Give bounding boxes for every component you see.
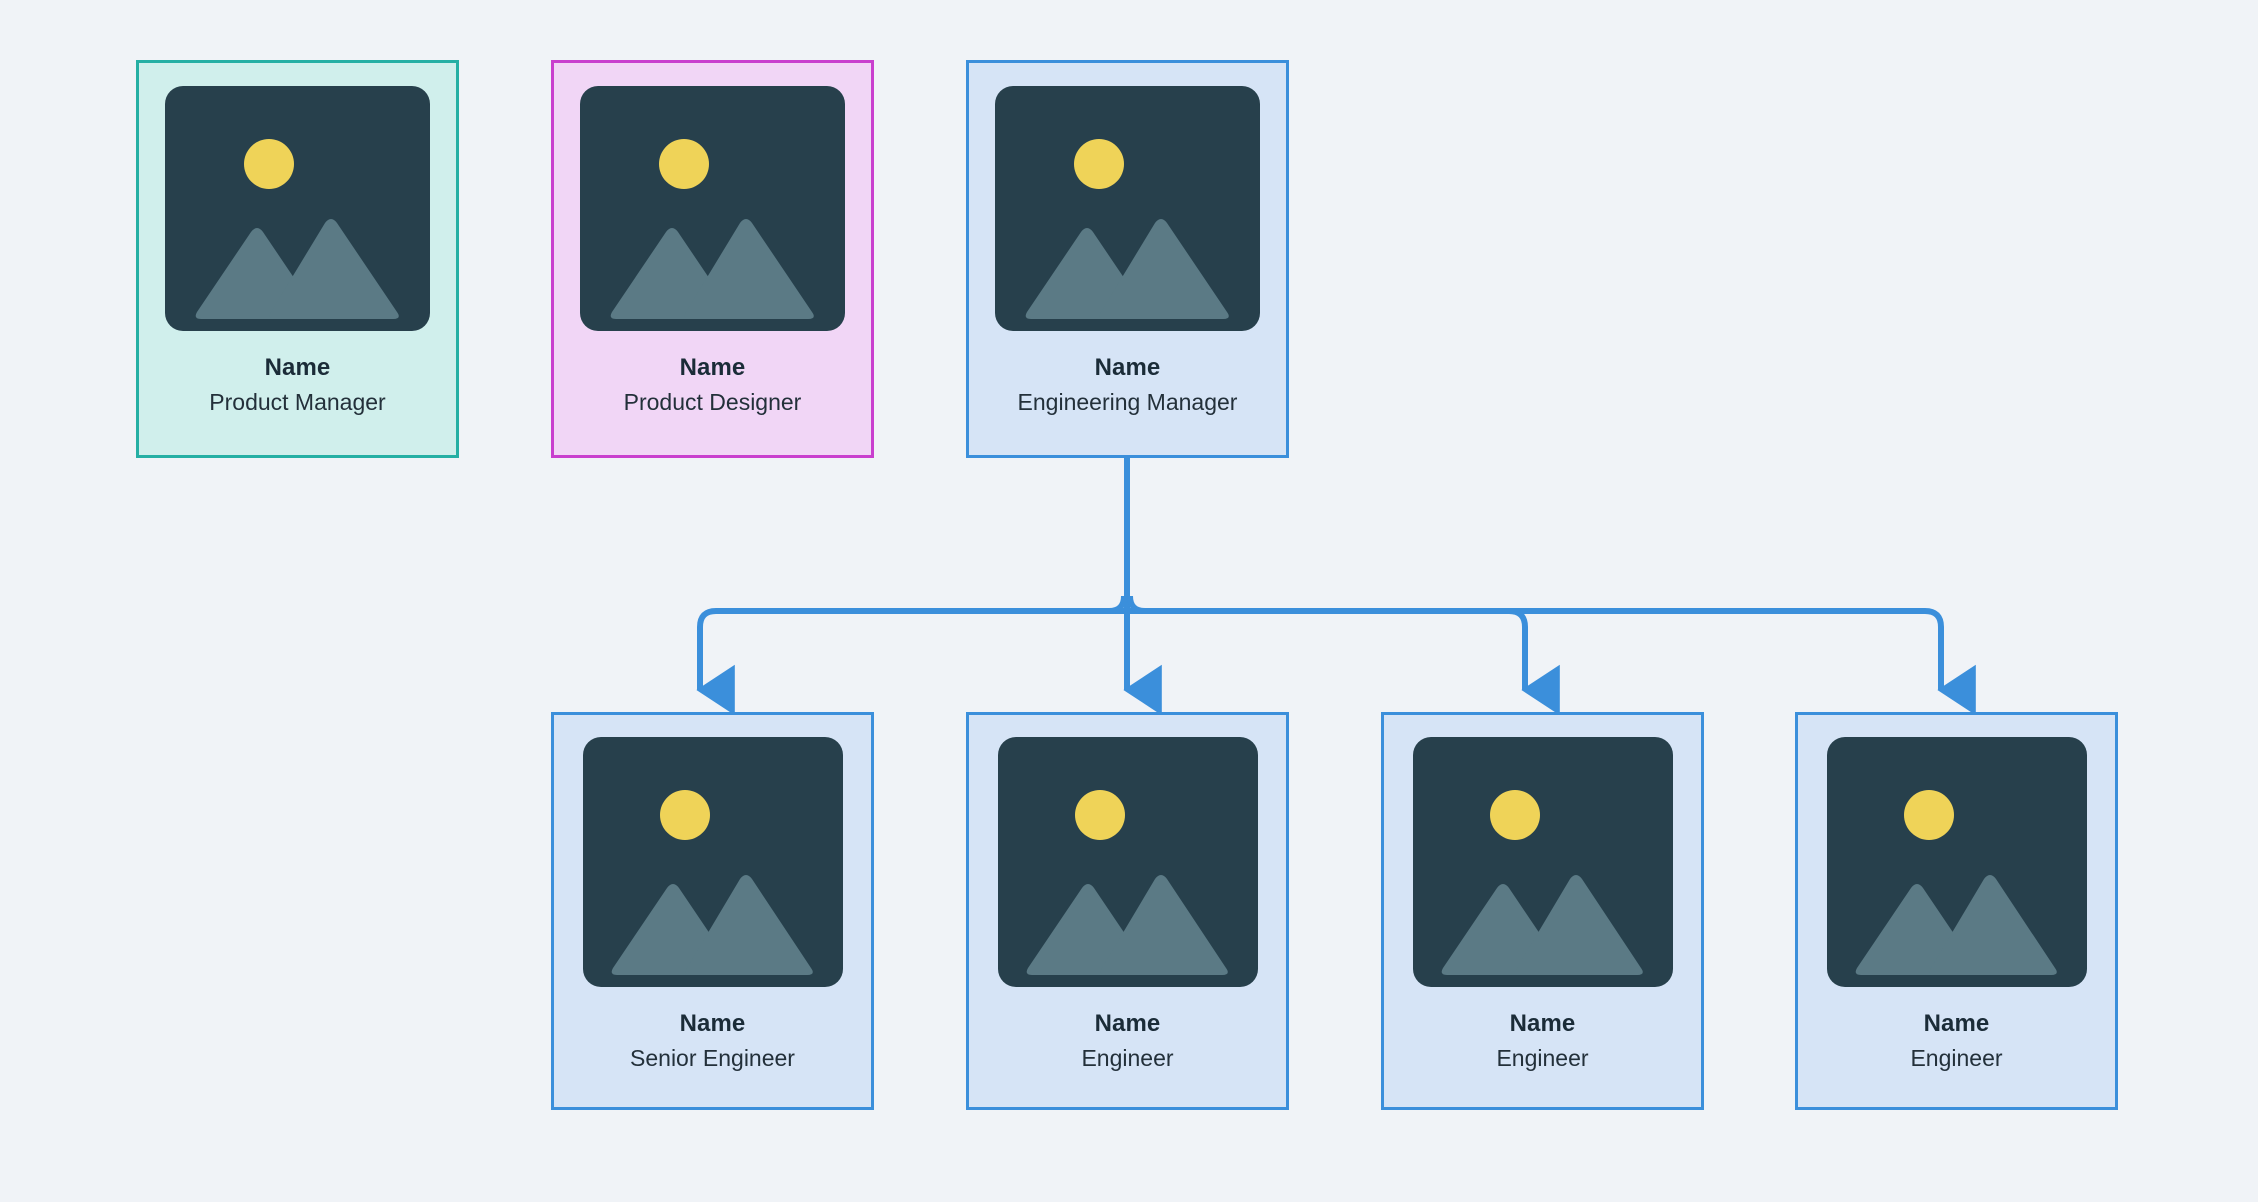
sun-icon <box>659 790 710 840</box>
sun-icon <box>1903 790 1954 840</box>
node-role-label: Product Manager <box>209 389 386 415</box>
node-card-engineer-1[interactable]: Name Engineer <box>966 712 1289 1110</box>
sun-icon <box>1489 790 1540 840</box>
node-role-label: Engineering Manager <box>1017 389 1238 415</box>
card-text-block: Name Product Designer <box>554 353 871 417</box>
node-name-label: Name <box>1923 1010 1990 1037</box>
card-text-block: Name Engineer <box>969 1009 1286 1073</box>
sun-icon <box>659 139 709 189</box>
node-name-label: Name <box>1509 1010 1576 1037</box>
node-role-label: Engineer <box>1910 1045 2003 1071</box>
node-role-label: Engineer <box>1496 1045 1589 1071</box>
image-placeholder-icon <box>997 737 1258 987</box>
mountains-icon <box>611 875 813 975</box>
node-role-label: Engineer <box>1081 1045 1174 1071</box>
image-placeholder-icon <box>165 86 430 331</box>
node-name-label: Name <box>264 354 331 381</box>
mountains-icon <box>1855 875 2057 975</box>
image-placeholder-icon <box>582 737 843 987</box>
image-placeholder-icon <box>580 86 845 331</box>
connector-branch-engineer-3 <box>1127 608 1976 716</box>
node-card-engineering-manager[interactable]: Name Engineering Manager <box>966 60 1289 458</box>
mountains-icon <box>1026 875 1228 975</box>
sun-icon <box>1074 139 1124 189</box>
node-card-senior-engineer[interactable]: Name Senior Engineer <box>551 712 874 1110</box>
node-name-label: Name <box>1094 1010 1161 1037</box>
connector-branch-senior-engineer <box>696 608 1127 716</box>
node-card-engineer-2[interactable]: Name Engineer <box>1381 712 1704 1110</box>
node-role-label: Senior Engineer <box>630 1045 795 1071</box>
card-text-block: Name Engineer <box>1384 1009 1701 1073</box>
node-card-engineer-3[interactable]: Name Engineer <box>1795 712 2118 1110</box>
node-name-label: Name <box>679 1010 746 1037</box>
image-placeholder-icon <box>1826 737 2087 987</box>
mountains-icon <box>195 219 399 319</box>
card-text-block: Name Engineer <box>1798 1009 2115 1073</box>
connector-junction-fillet-right <box>1127 595 1146 614</box>
connector-branch-engineer-2 <box>1127 608 1560 716</box>
sun-icon <box>244 139 294 189</box>
node-card-product-manager[interactable]: Name Product Manager <box>136 60 459 458</box>
image-placeholder-icon <box>1412 737 1673 987</box>
image-placeholder-icon <box>995 86 1260 331</box>
card-text-block: Name Senior Engineer <box>554 1009 871 1073</box>
mountains-icon <box>1441 875 1643 975</box>
node-card-product-designer[interactable]: Name Product Designer <box>551 60 874 458</box>
card-text-block: Name Engineering Manager <box>969 353 1286 417</box>
card-text-block: Name Product Manager <box>139 353 456 417</box>
mountains-icon <box>1025 219 1229 319</box>
mountains-icon <box>610 219 814 319</box>
connector-junction-fillet-left <box>1108 595 1127 614</box>
sun-icon <box>1074 790 1125 840</box>
node-name-label: Name <box>1094 354 1161 381</box>
node-role-label: Product Designer <box>623 389 802 415</box>
node-name-label: Name <box>679 354 746 381</box>
